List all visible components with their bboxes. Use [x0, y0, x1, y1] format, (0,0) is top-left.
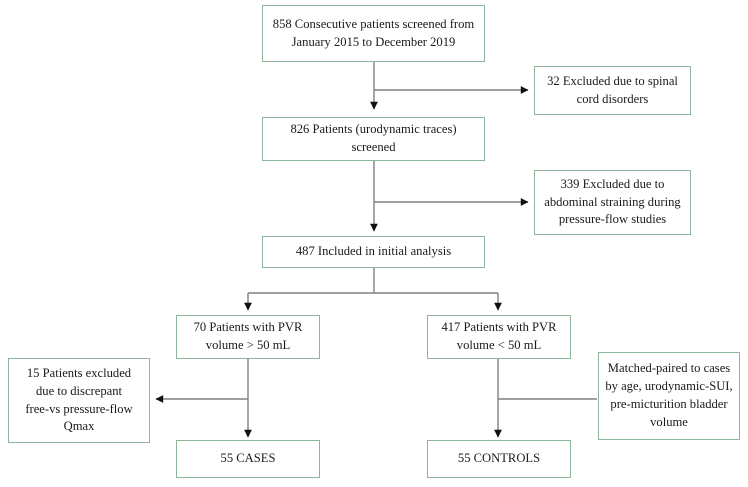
node-excluded-spinal: 32 Excluded due to spinal cord disorders — [534, 66, 691, 115]
node-excluded-straining: 339 Excluded due to abdominal straining … — [534, 170, 691, 235]
node-matched-paired-label: Matched-paired to cases by age, urodynam… — [605, 361, 733, 429]
node-matched-paired: Matched-paired to cases by age, urodynam… — [598, 352, 740, 440]
node-pvr-high-label: 70 Patients with PVR volume > 50 mL — [193, 320, 303, 352]
node-excluded-discrepant-label: 15 Patients excluded due to discrepant f… — [25, 365, 133, 434]
node-controls-label: 55 CONTROLS — [457, 451, 541, 466]
node-urodynamic-traces: 826 Patients (urodynamic traces) screene… — [262, 117, 485, 161]
node-urodynamic-traces-label: 826 Patients (urodynamic traces) screene… — [290, 122, 457, 154]
node-pvr-high: 70 Patients with PVR volume > 50 mL — [176, 315, 320, 359]
node-screened: 858 Consecutive patients screened from J… — [262, 5, 485, 62]
node-controls: 55 CONTROLS — [427, 440, 571, 478]
node-excluded-straining-label: 339 Excluded due to abdominal straining … — [544, 176, 681, 227]
node-cases-label: 55 CASES — [220, 451, 276, 466]
node-screened-label: 858 Consecutive patients screened from J… — [272, 16, 475, 49]
node-pvr-low-label: 417 Patients with PVR volume < 50 mL — [441, 320, 557, 352]
node-excluded-discrepant: 15 Patients excluded due to discrepant f… — [8, 358, 150, 443]
node-cases: 55 CASES — [176, 440, 320, 478]
node-pvr-low: 417 Patients with PVR volume < 50 mL — [427, 315, 571, 359]
node-included-initial: 487 Included in initial analysis — [262, 236, 485, 268]
node-included-initial-label: 487 Included in initial analysis — [295, 244, 452, 259]
node-excluded-spinal-label: 32 Excluded due to spinal cord disorders — [547, 73, 678, 106]
connector-included-split — [244, 268, 502, 311]
